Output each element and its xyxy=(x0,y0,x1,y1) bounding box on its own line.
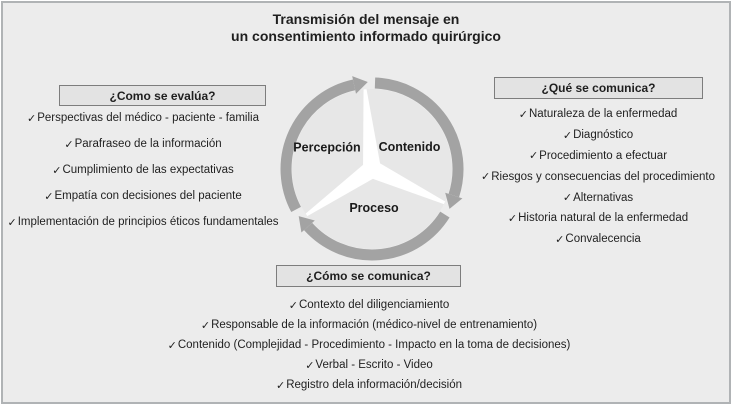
check-icon: ✓ xyxy=(288,298,298,312)
list-item: ✓Verbal - Escrito - Video xyxy=(123,355,615,375)
check-icon: ✓ xyxy=(518,107,528,121)
list-item: ✓Parafraseo de la información xyxy=(9,131,277,157)
evaluation-header-label: ¿Como se evalúa? xyxy=(109,88,216,103)
page-title: Transmisión del mensaje en un consentimi… xyxy=(3,11,729,44)
what-header-label: ¿Qué se comunica? xyxy=(541,81,656,95)
list-item: ✓Empatía con decisiones del paciente xyxy=(9,183,277,209)
list-item: ✓Alternativas xyxy=(456,187,737,208)
list-item: ✓Riesgos y consecuencias del procedimien… xyxy=(456,166,737,187)
list-item-label: Contenido (Complejidad - Procedimiento -… xyxy=(177,339,571,351)
list-item: ✓Diagnóstico xyxy=(456,125,737,146)
arrow-head-icon xyxy=(445,192,463,209)
how-header: ¿Cómo se comunica? xyxy=(276,265,461,287)
check-icon: ✓ xyxy=(305,358,315,372)
arrow-head-icon xyxy=(298,216,315,233)
list-item: ✓Contenido (Complejidad - Procedimiento … xyxy=(123,335,615,355)
list-item-label: Alternativas xyxy=(573,191,634,204)
list-item-label: Cumplimiento de las expectativas xyxy=(62,164,234,176)
cycle-arrows xyxy=(298,76,463,233)
cycle-arc xyxy=(374,77,464,198)
check-icon: ✓ xyxy=(562,191,573,205)
list-item-label: Implementación de principios éticos fund… xyxy=(17,216,279,228)
how-list: ✓Contexto del diligenciamiento ✓Responsa… xyxy=(123,295,615,395)
list-item-label: Procedimiento a efectuar xyxy=(539,149,668,162)
check-icon: ✓ xyxy=(481,170,491,184)
title-line-1: Transmisión del mensaje en xyxy=(272,11,460,27)
cycle-arc xyxy=(280,79,356,212)
cycle-label-contenido: Contenido xyxy=(379,140,441,154)
check-icon: ✓ xyxy=(44,189,54,203)
list-item: ✓Convalecencia xyxy=(456,229,737,250)
check-icon: ✓ xyxy=(52,163,62,177)
divider-top xyxy=(363,89,381,170)
list-item: ✓Responsable de la información (médico-n… xyxy=(123,315,615,335)
check-icon: ✓ xyxy=(555,232,565,246)
divider-right xyxy=(368,160,446,205)
cycle-label-proceso: Proceso xyxy=(349,201,399,215)
list-item: ✓Perspectivas del médico - paciente - fa… xyxy=(9,105,277,131)
check-icon: ✓ xyxy=(7,215,17,229)
diagram-frame: Transmisión del mensaje en un consentimi… xyxy=(1,1,731,404)
check-icon: ✓ xyxy=(562,128,573,142)
check-icon: ✓ xyxy=(507,211,518,225)
list-item-label: Convalecencia xyxy=(565,233,641,246)
list-item-label: Verbal - Escrito - Video xyxy=(315,359,433,371)
divider-left xyxy=(305,161,378,217)
arrow-head-icon xyxy=(352,76,368,94)
check-icon: ✓ xyxy=(26,111,37,125)
cycle-label-percepcion: Percepción xyxy=(293,141,360,155)
list-item-label: Riesgos y consecuencias del procedimient… xyxy=(491,170,715,183)
list-item-label: Registro dela información/decisión xyxy=(286,379,462,391)
cycle-diagram: Percepción Contenido Proceso xyxy=(280,76,464,261)
check-icon: ✓ xyxy=(64,137,74,151)
list-item: ✓Cumplimiento de las expectativas xyxy=(9,157,277,183)
evaluation-header: ¿Como se evalúa? xyxy=(59,85,266,106)
list-item-label: Parafraseo de la información xyxy=(74,138,222,150)
title-line-2: un consentimiento informado quirúrgico xyxy=(231,27,501,44)
list-item: ✓Contexto del diligenciamiento xyxy=(123,295,615,315)
list-item: ✓Naturaleza de la enfermedad xyxy=(456,104,737,125)
list-item: ✓Registro dela información/decisión xyxy=(123,375,615,395)
list-item-label: Historia natural de la enfermedad xyxy=(518,212,689,225)
list-item-label: Empatía con decisiones del paciente xyxy=(54,190,242,202)
divider-hub xyxy=(363,160,381,178)
check-icon: ✓ xyxy=(200,318,211,332)
list-item: ✓Procedimiento a efectuar xyxy=(456,146,737,167)
evaluation-list: ✓Perspectivas del médico - paciente - fa… xyxy=(7,105,279,235)
check-icon: ✓ xyxy=(275,378,286,392)
cycle-arc xyxy=(304,211,450,261)
check-icon: ✓ xyxy=(167,338,177,352)
cycle-dividers xyxy=(305,89,446,217)
what-header: ¿Qué se comunica? xyxy=(494,77,703,99)
list-item: ✓Historia natural de la enfermedad xyxy=(456,208,737,229)
list-item-label: Contexto del diligenciamiento xyxy=(298,299,450,311)
list-item-label: Responsable de la información (médico-ni… xyxy=(211,319,538,331)
list-item-label: Diagnóstico xyxy=(573,129,634,142)
check-icon: ✓ xyxy=(528,149,539,163)
what-list: ✓Naturaleza de la enfermedad ✓Diagnóstic… xyxy=(456,104,737,250)
list-item: ✓Implementación de principios éticos fun… xyxy=(7,209,279,235)
list-item-label: Perspectivas del médico - paciente - fam… xyxy=(37,112,259,124)
cycle-ring xyxy=(280,77,464,261)
list-item-label: Naturaleza de la enfermedad xyxy=(528,108,678,121)
how-header-label: ¿Cómo se comunica? xyxy=(306,269,431,283)
